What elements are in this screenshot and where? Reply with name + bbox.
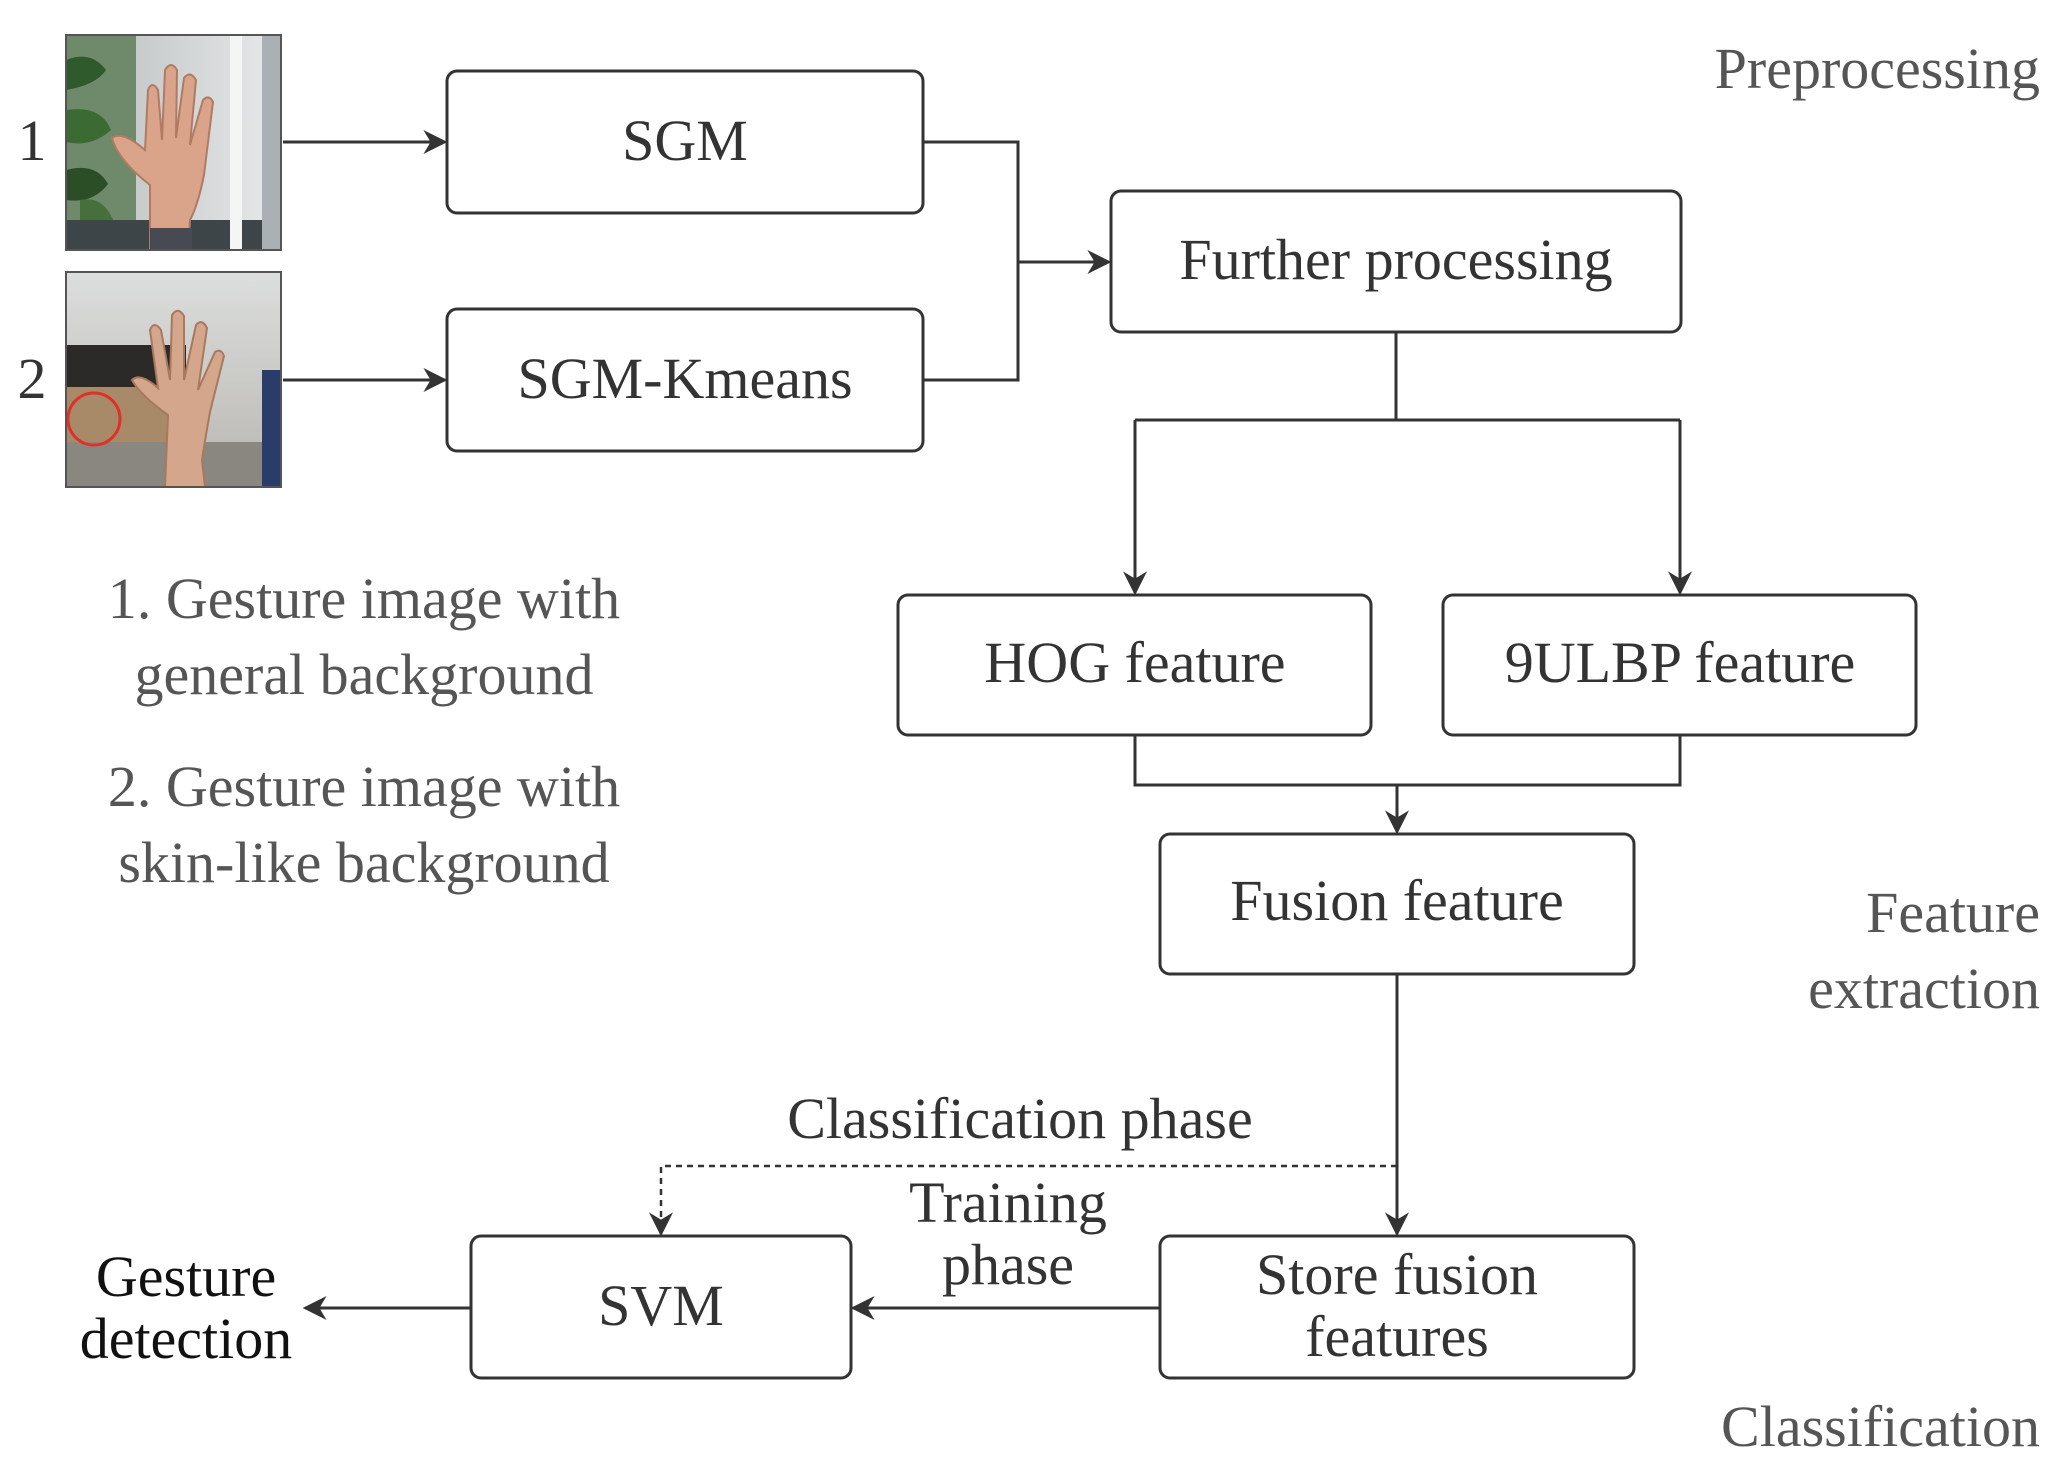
gesture-image-skin-like-background bbox=[65, 271, 282, 488]
legend-item-1-line2: general background bbox=[135, 642, 594, 707]
store-fusion-label-line1: Store fusion bbox=[1256, 1242, 1538, 1307]
legend-item-2-line2: skin-like background bbox=[118, 830, 609, 895]
classification-phase-label: Classification phase bbox=[787, 1086, 1253, 1151]
image-2-number: 2 bbox=[18, 346, 47, 411]
stage-classification-label: Classification bbox=[1721, 1394, 2040, 1459]
stage-feature-extraction-label-line1: Feature bbox=[1866, 880, 2040, 945]
gesture-image-general-background bbox=[65, 34, 282, 251]
hog-feature-label: HOG feature bbox=[984, 630, 1285, 695]
legend-item-1-line1: 1. Gesture image with bbox=[108, 566, 620, 631]
sgm-node: SGM bbox=[445, 69, 925, 215]
gesture-detection-label-line2: detection bbox=[80, 1306, 293, 1371]
legend-item-2-line1: 2. Gesture image with bbox=[108, 754, 620, 819]
further-processing-node: Further processing bbox=[1109, 189, 1683, 334]
edge-classification-phase-dashed bbox=[649, 1164, 1397, 1237]
fusion-feature-node: Fusion feature bbox=[1158, 832, 1636, 976]
hog-feature-node: HOG feature bbox=[896, 593, 1373, 737]
svm-node: SVM bbox=[469, 1234, 853, 1380]
sgm-label: SGM bbox=[622, 108, 748, 173]
sgm-kmeans-label: SGM-Kmeans bbox=[517, 346, 852, 411]
edge-merge-bracket bbox=[923, 140, 1020, 382]
further-processing-label: Further processing bbox=[1179, 227, 1612, 292]
stage-preprocessing-label: Preprocessing bbox=[1715, 36, 2040, 101]
edge-feature-merge bbox=[1133, 735, 1682, 787]
edges bbox=[283, 130, 1692, 1320]
svm-label: SVM bbox=[598, 1273, 724, 1338]
stage-feature-extraction-label-line2: extraction bbox=[1808, 956, 2040, 1021]
image-1-number: 1 bbox=[18, 108, 47, 173]
ulbp-feature-label: 9ULBP feature bbox=[1505, 630, 1856, 695]
skin-like-region-circle bbox=[66, 391, 122, 447]
store-fusion-label-line2: features bbox=[1305, 1304, 1489, 1369]
training-phase-label-line1: Training bbox=[909, 1170, 1107, 1235]
legend: 1. Gesture image with general background… bbox=[108, 566, 620, 895]
store-fusion-features-node: Store fusion features bbox=[1158, 1234, 1636, 1380]
fusion-feature-label: Fusion feature bbox=[1230, 868, 1563, 933]
training-phase-label-line2: phase bbox=[942, 1232, 1074, 1297]
ulbp-feature-node: 9ULBP feature bbox=[1441, 593, 1918, 737]
sgm-kmeans-node: SGM-Kmeans bbox=[445, 307, 925, 453]
gesture-detection-label-line1: Gesture bbox=[96, 1244, 276, 1309]
